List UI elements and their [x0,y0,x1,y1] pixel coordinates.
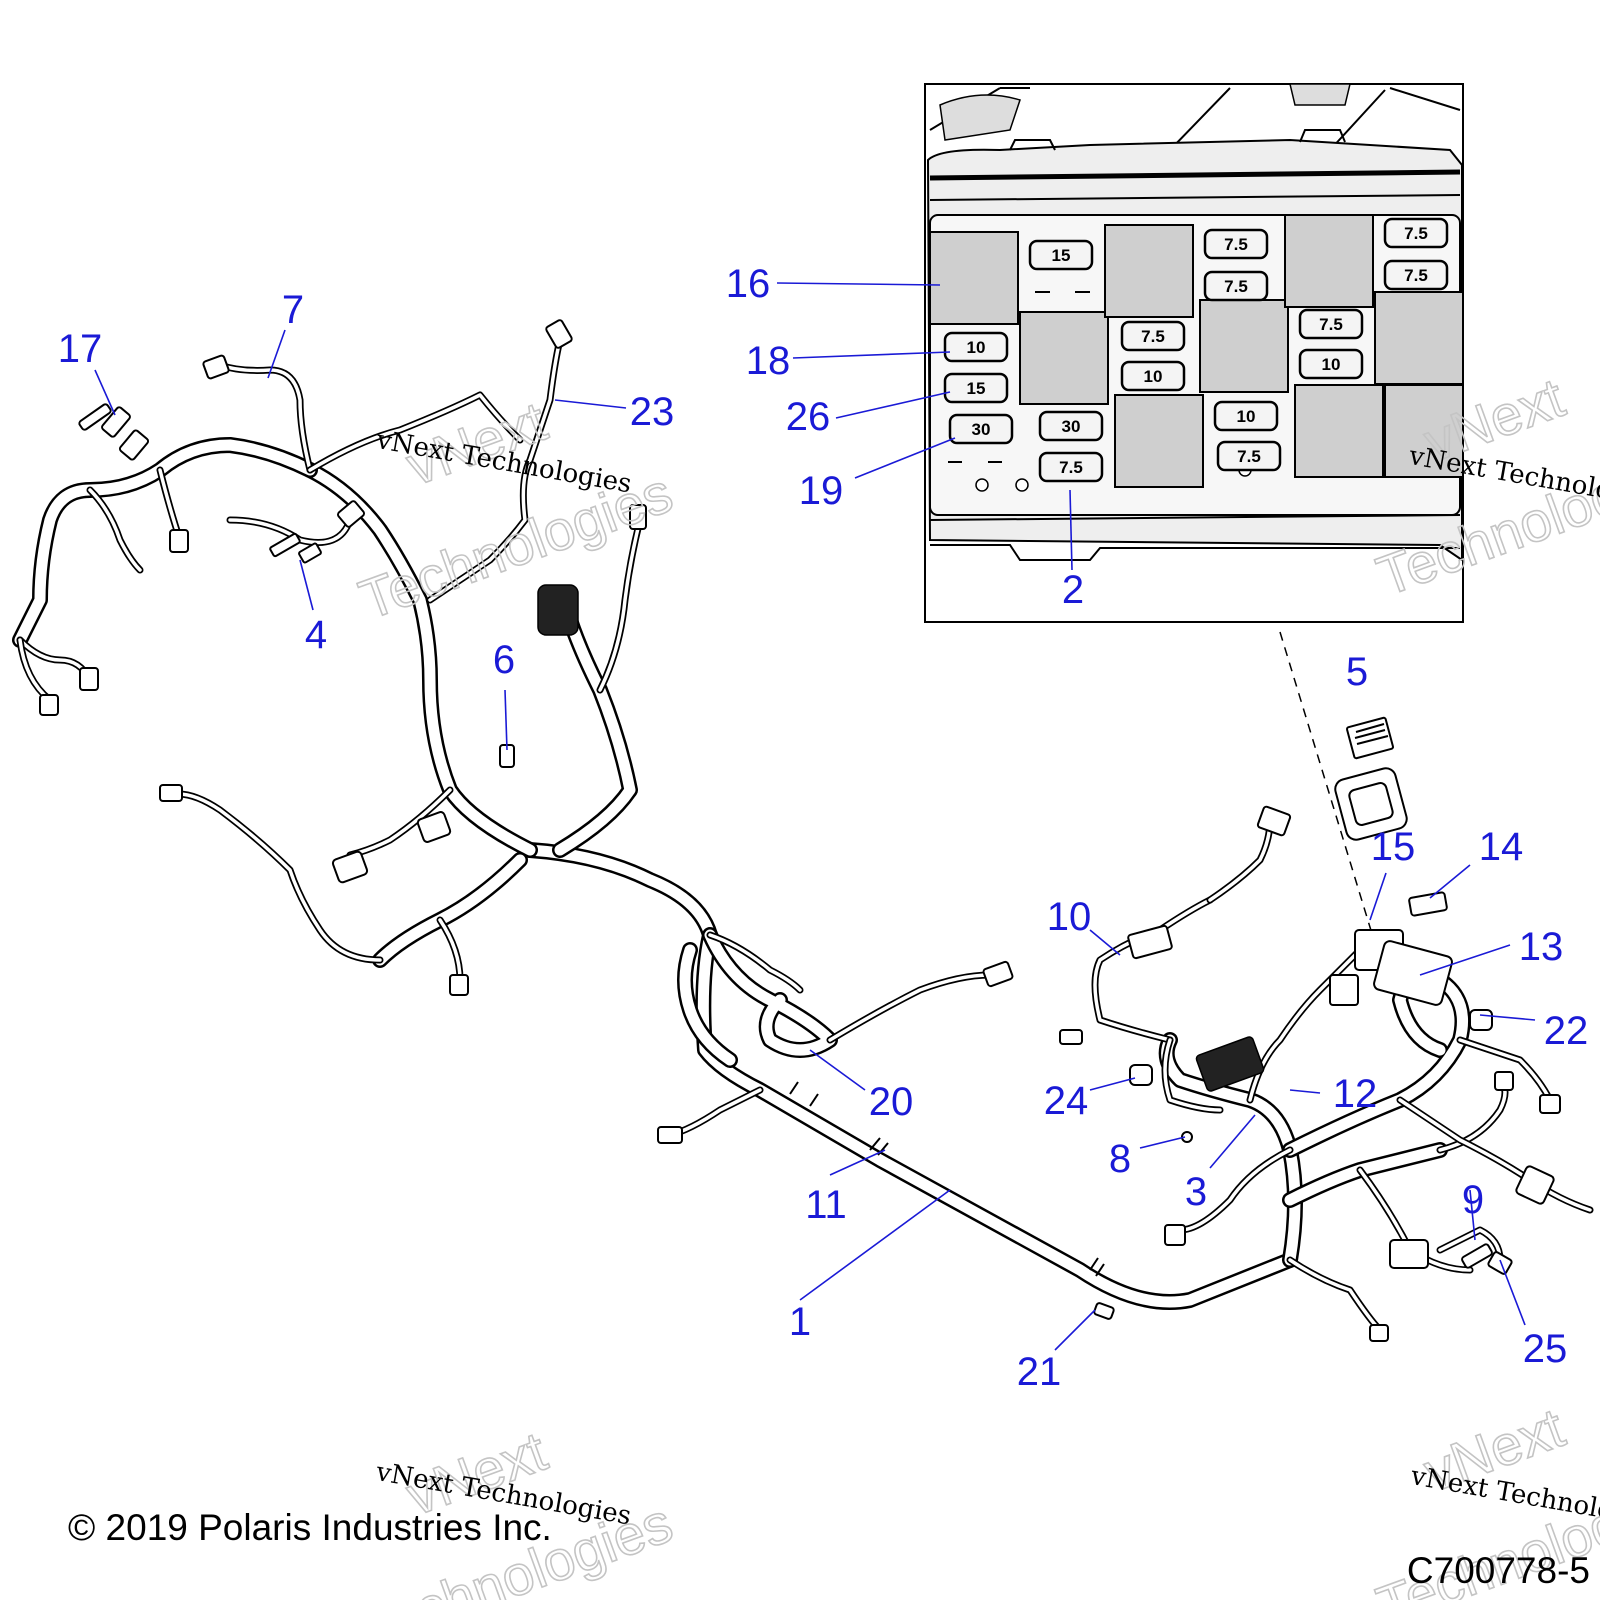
figure-code: C700778-5 [1407,1550,1590,1591]
callout-8: 8 [1109,1137,1131,1181]
callout-18: 18 [746,339,791,383]
fuse-value: 7.5 [1141,327,1165,346]
callout-22: 22 [1544,1009,1589,1053]
callout-16: 16 [726,262,771,306]
fuse-value: 10 [1237,407,1256,426]
callout-19: 19 [799,469,844,513]
callout-10: 10 [1047,895,1092,939]
callout-5: 5 [1346,650,1368,694]
fuse-value: 30 [972,420,991,439]
connectors [39,319,1561,1342]
fuse-value: 7.5 [1237,447,1261,466]
callout-23: 23 [630,390,675,434]
callout-6: 6 [493,638,515,682]
fuse-value: 7.5 [1059,458,1083,477]
fuse-value: 7.5 [1224,235,1248,254]
fuse-value: 7.5 [1404,266,1428,285]
callout-25: 25 [1523,1327,1568,1371]
callout-14: 14 [1479,825,1524,869]
fuse-value: 30 [1062,417,1081,436]
fuse-value: 10 [967,338,986,357]
callout-17: 17 [58,327,103,371]
fuse-value: 7.5 [1224,277,1248,296]
leader-lines [94,282,1536,1351]
fuse-value: 10 [1144,367,1163,386]
callout-21: 21 [1017,1350,1062,1394]
callout-24: 24 [1044,1079,1089,1123]
callout-20: 20 [869,1080,914,1124]
fuse-box-inset: 10 15 30 15 30 7.5 7.5 10 7.5 7.5 10 7.5… [924,83,1464,623]
fuse-value: 10 [1322,355,1341,374]
callout-1: 1 [789,1300,811,1344]
callout-4: 4 [305,613,327,657]
callout-labels: 1 2 3 4 5 6 7 8 9 10 11 12 13 14 15 16 1… [58,262,1589,1394]
fuse-value: 15 [1052,246,1071,265]
callout-12: 12 [1333,1072,1378,1116]
fuse-value: 7.5 [1319,315,1343,334]
callout-15: 15 [1371,825,1416,869]
callout-26: 26 [786,395,831,439]
callout-13: 13 [1519,925,1564,969]
callout-7: 7 [282,288,304,332]
callout-9: 9 [1462,1178,1484,1222]
thin-wires [16,336,1594,1334]
callout-2: 2 [1062,568,1084,612]
callout-11: 11 [805,1183,847,1227]
copyright-text: © 2019 Polaris Industries Inc. [68,1507,552,1548]
fuse-value: 15 [967,379,986,398]
fuse-value: 7.5 [1404,224,1428,243]
callout-3: 3 [1185,1170,1207,1214]
